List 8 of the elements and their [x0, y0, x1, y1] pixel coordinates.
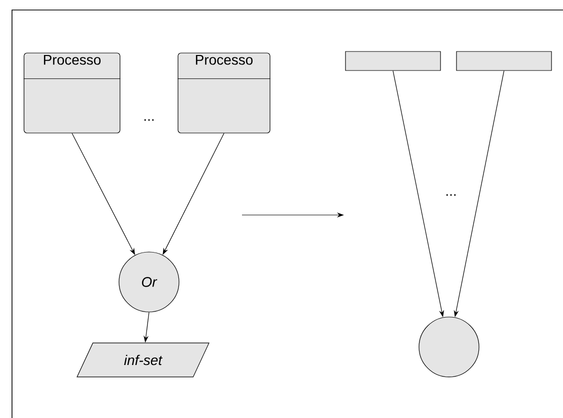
circle [418, 316, 480, 378]
bar [456, 51, 552, 71]
bar [345, 51, 441, 71]
ellipsis: ... [144, 119, 154, 121]
process-box: Processo [23, 52, 121, 134]
data-parallelogram: inf-set [76, 342, 210, 378]
ellipsis: ... [446, 194, 456, 196]
process-box: Processo [177, 52, 271, 134]
